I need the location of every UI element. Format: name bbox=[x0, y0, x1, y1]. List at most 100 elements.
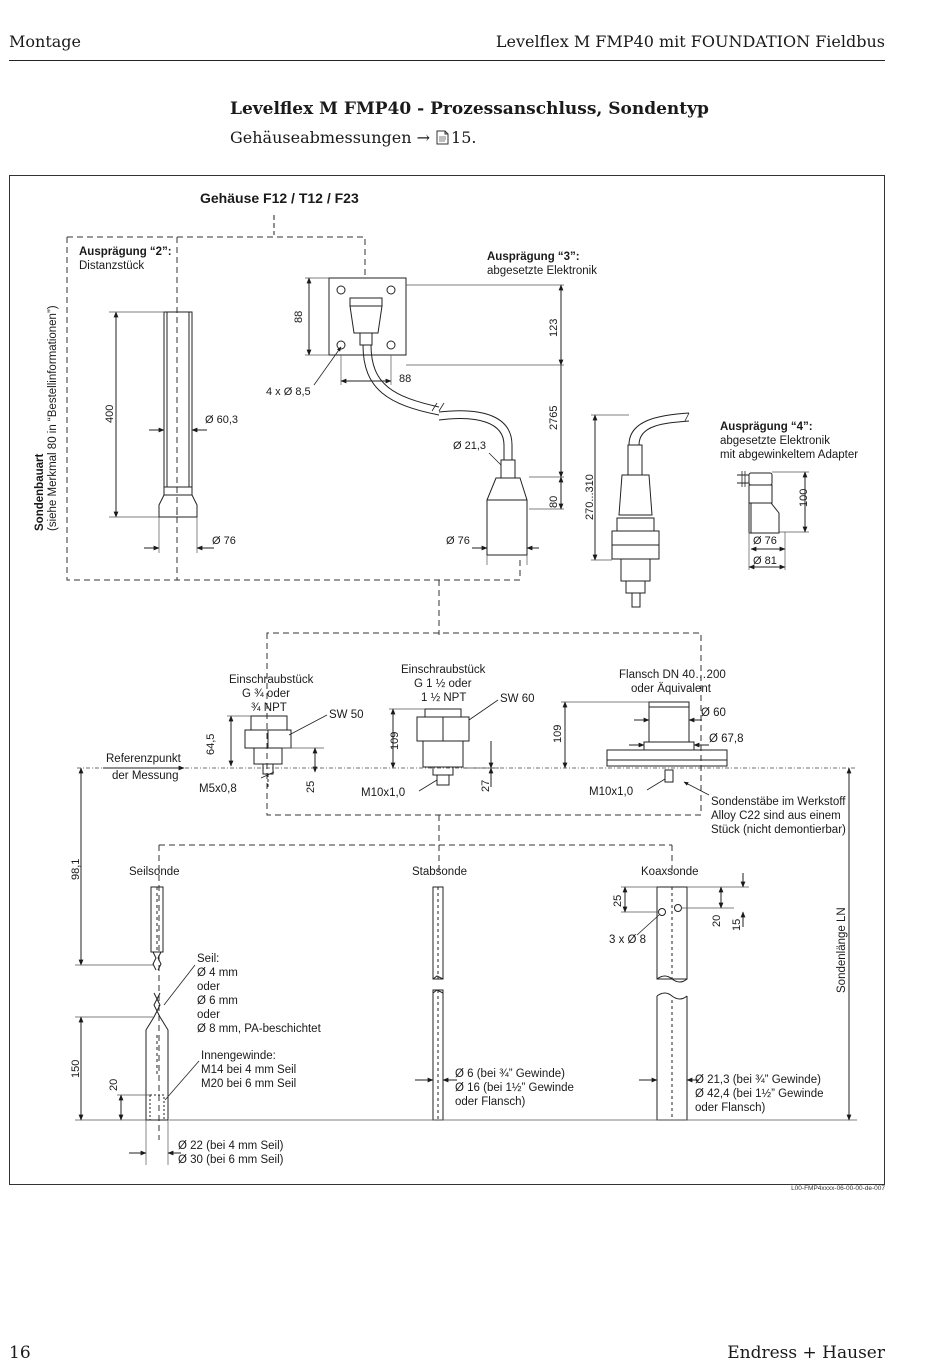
technical-drawing: Gehäuse F12 / T12 / F23 Sondenbauart (si… bbox=[9, 175, 885, 1185]
seil-option-2: oder bbox=[197, 981, 220, 993]
dashed-frame-middle bbox=[158, 632, 702, 1140]
sondenlaenge-label: Sondenlänge LN bbox=[836, 907, 848, 993]
auspraegung-3-desc: abgesetzte Elektronik bbox=[487, 265, 597, 277]
dim-25: 25 bbox=[305, 781, 317, 793]
header-rule bbox=[9, 60, 885, 61]
dim-d81: Ø 81 bbox=[753, 555, 777, 567]
dim-holes: 4 x Ø 8,5 bbox=[266, 386, 311, 398]
koax-diameter-1: Ø 21,3 (bei ¾” Gewinde) bbox=[695, 1074, 821, 1086]
seil-option-5: Ø 8 mm, PA-beschichtet bbox=[197, 1023, 322, 1035]
stab-diameter-1: Ø 6 (bei ¾” Gewinde) bbox=[455, 1068, 565, 1080]
auspraegung-2-title: Ausprägung “2”: bbox=[79, 246, 172, 258]
sondenbauart-label: Sondenbauart (siehe Merkmal 80 in “Beste… bbox=[34, 305, 59, 531]
seil-diameter-1: Ø 22 (bei 4 mm Seil) bbox=[178, 1140, 284, 1152]
remote-electronics-drawing bbox=[438, 410, 528, 556]
figure-frame bbox=[9, 175, 885, 1185]
angled-adapter-drawing bbox=[737, 471, 780, 534]
dim-d67-8: Ø 67,8 bbox=[709, 733, 744, 745]
sw-50: SW 50 bbox=[329, 709, 364, 721]
koax-dim-15: 15 bbox=[731, 919, 743, 931]
reference-point-label-2: der Messung bbox=[112, 770, 178, 782]
dim-109-b: 109 bbox=[552, 725, 564, 743]
koax-diameter-3: oder Flansch) bbox=[695, 1102, 765, 1114]
coax-probe-drawing bbox=[656, 886, 688, 1121]
stab-diameter-3: oder Flansch) bbox=[455, 1096, 525, 1108]
koax-diameter-2: Ø 42,4 (bei 1½” Gewinde bbox=[695, 1088, 824, 1100]
einschraub-2-line-2: G 1 ½ oder bbox=[414, 678, 472, 690]
distanzstueck-drawing bbox=[158, 311, 198, 518]
koax-dim-25: 25 bbox=[612, 895, 624, 907]
dim-64-5: 64,5 bbox=[205, 734, 217, 755]
m10-thread-b: M10x1,0 bbox=[589, 786, 633, 798]
auspraegung-4-desc-2: mit abgewinkeltem Adapter bbox=[720, 449, 858, 461]
auspraegung-3-title: Ausprägung “3”: bbox=[487, 251, 580, 263]
dim-109-a: 109 bbox=[389, 732, 401, 750]
seil-diameter-2: Ø 30 (bei 6 mm Seil) bbox=[178, 1154, 284, 1166]
dim-2765: 2765 bbox=[548, 406, 560, 430]
auspraegung-4-desc-1: abgesetzte Elektronik bbox=[720, 435, 830, 447]
dashed-frame-top bbox=[66, 236, 521, 635]
stab-note-1: Sondenstäbe im Werkstoff bbox=[711, 796, 846, 808]
page-number: 16 bbox=[9, 1343, 31, 1363]
dim-d76-b: Ø 76 bbox=[446, 535, 470, 547]
auspraegung-4-title: Ausprägung “4”: bbox=[720, 421, 813, 433]
gehaeuse-label: Gehäuse F12 / T12 / F23 bbox=[200, 190, 359, 206]
dim-80: 80 bbox=[548, 496, 560, 508]
wall-mount-drawing bbox=[328, 277, 445, 416]
innengewinde-line-2: M20 bei 6 mm Seil bbox=[201, 1078, 296, 1090]
auspraegung-2-desc: Distanzstück bbox=[79, 260, 144, 272]
einschraub-2-line-3: 1 ½ NPT bbox=[421, 692, 466, 704]
header-section-title: Montage bbox=[9, 32, 81, 51]
subtitle-text: Gehäuseabmessungen → bbox=[230, 128, 431, 147]
dim-150: 150 bbox=[70, 1060, 82, 1078]
dim-20-a: 20 bbox=[108, 1079, 120, 1091]
dim-98-1: 98,1 bbox=[70, 859, 82, 880]
seil-option-1: Ø 4 mm bbox=[197, 967, 238, 979]
m10-thread-a: M10x1,0 bbox=[361, 787, 405, 799]
rod-electronics-drawing bbox=[611, 412, 690, 608]
seil-title: Seil: bbox=[197, 953, 219, 965]
dim-d60: Ø 60 bbox=[701, 707, 726, 719]
dim-d60-3: Ø 60,3 bbox=[205, 414, 238, 426]
sw-60: SW 60 bbox=[500, 693, 535, 705]
dim-d76-c: Ø 76 bbox=[753, 535, 777, 547]
dim-88-horizontal: 88 bbox=[399, 373, 411, 385]
section-title: Levelflex M FMP40 - Prozessanschluss, So… bbox=[230, 99, 709, 119]
dim-270-310: 270...310 bbox=[584, 474, 596, 520]
stabsonde-label: Stabsonde bbox=[412, 866, 467, 878]
dim-100: 100 bbox=[798, 489, 810, 507]
innengewinde-line-1: M14 bei 4 mm Seil bbox=[201, 1064, 296, 1076]
einschraub-1-line-1: Einschraubstück bbox=[229, 674, 314, 686]
m5-thread: M5x0,8 bbox=[199, 783, 237, 795]
einschraub-2-line-1: Einschraubstück bbox=[401, 664, 486, 676]
reference-point-label-1: Referenzpunkt bbox=[106, 753, 182, 765]
einschraub-1-line-3: ¾ NPT bbox=[251, 702, 287, 714]
koax-dim-20: 20 bbox=[711, 915, 723, 927]
dim-400: 400 bbox=[104, 405, 116, 423]
flansch-line-1: Flansch DN 40…200 bbox=[619, 669, 726, 681]
subtitle-page-link[interactable]: 15. bbox=[451, 128, 477, 147]
threaded-connection-g112-drawing bbox=[416, 708, 470, 786]
dim-d21-3: Ø 21,3 bbox=[453, 440, 486, 452]
figure-reference-code: L00-FMP4xxxx-06-00-00-de-007 bbox=[791, 1185, 885, 1192]
rope-probe-drawing bbox=[145, 886, 169, 1121]
header-document-title: Levelflex M FMP40 mit FOUNDATION Fieldbu… bbox=[495, 32, 885, 51]
section-subtitle: Gehäuseabmessungen → 15. bbox=[230, 128, 477, 149]
stab-diameter-2: Ø 16 (bei 1½” Gewinde bbox=[455, 1082, 574, 1094]
dim-88-vertical: 88 bbox=[293, 311, 305, 323]
stab-note-3: Stück (nicht demontierbar) bbox=[711, 824, 846, 836]
seil-option-4: oder bbox=[197, 1009, 220, 1021]
dim-123: 123 bbox=[548, 319, 560, 337]
seilsonde-label: Seilsonde bbox=[129, 866, 180, 878]
flansch-line-2: oder Äquivalent bbox=[631, 683, 712, 695]
rod-probe-drawing bbox=[432, 886, 444, 1121]
koaxsonde-label: Koaxsonde bbox=[641, 866, 699, 878]
dim-27: 27 bbox=[480, 780, 492, 792]
koax-holes: 3 x Ø 8 bbox=[609, 934, 646, 946]
dim-d76-a: Ø 76 bbox=[212, 535, 236, 547]
threaded-connection-g34-drawing bbox=[244, 715, 292, 787]
stab-note-2: Alloy C22 sind aus einem bbox=[711, 810, 841, 822]
seil-option-3: Ø 6 mm bbox=[197, 995, 238, 1007]
footer-brand: Endress + Hauser bbox=[727, 1343, 885, 1363]
innengewinde-title: Innengewinde: bbox=[201, 1050, 276, 1062]
